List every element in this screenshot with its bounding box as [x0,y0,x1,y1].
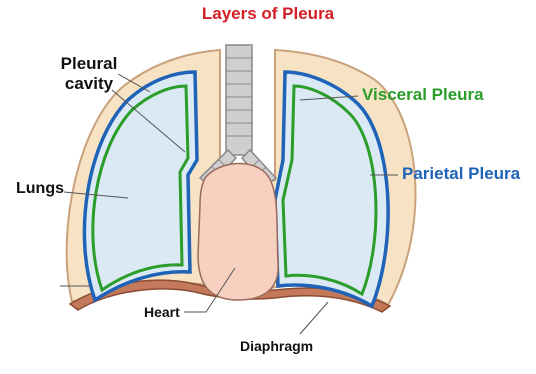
label-pleural-cavity: Pleural cavity [50,54,128,93]
label-visceral-pleura: Visceral Pleura [362,85,484,105]
label-parietal-pleura: Parietal Pleura [402,164,520,184]
label-lungs: Lungs [16,180,64,198]
diagram-title: Layers of Pleura [0,4,536,24]
label-diaphragm: Diaphragm [240,338,313,354]
label-heart: Heart [144,304,180,320]
diaphragm-leader [300,302,328,334]
heart-shape [198,163,278,300]
